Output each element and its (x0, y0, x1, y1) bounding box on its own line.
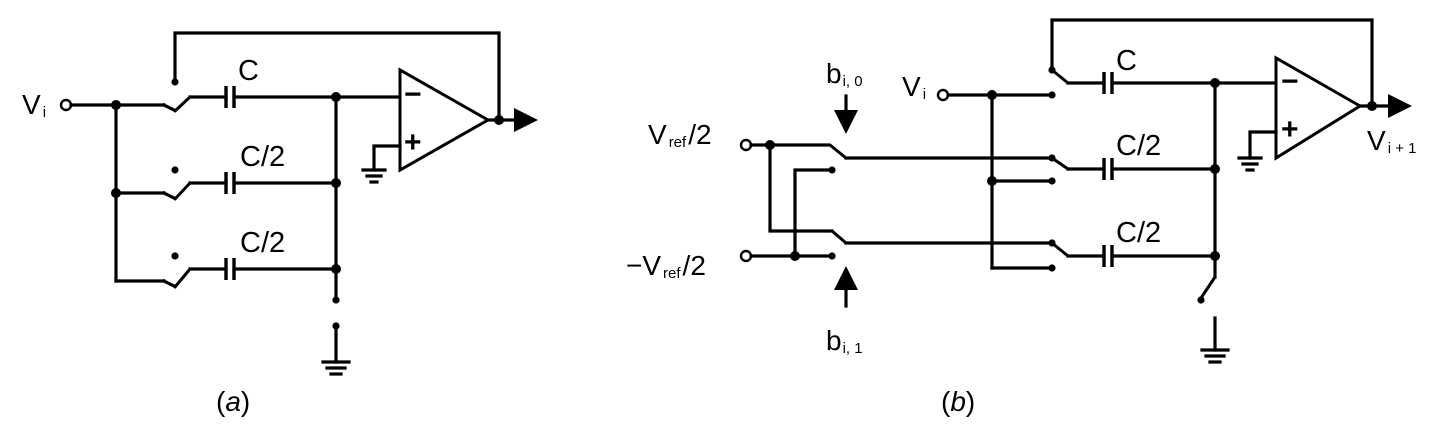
switch-mid (171, 166, 228, 201)
cap-switch-top (1048, 66, 1106, 99)
arrow-up-icon (834, 266, 858, 290)
ref-switch-bot (828, 229, 1054, 260)
switch-top (171, 78, 228, 113)
cap-top-label: C (238, 55, 259, 87)
feedback-wire (173, 31, 501, 122)
switch-bot (171, 252, 228, 289)
opamp-b (1274, 55, 1363, 161)
ground-icon (361, 168, 387, 184)
ref-switch-top (828, 143, 1054, 174)
cap-switch-bot (1048, 239, 1106, 272)
opamp-minus-b: − (1281, 65, 1299, 98)
cap-top-label-b: C (1116, 45, 1137, 77)
opamp (398, 67, 492, 173)
ground-icon (321, 360, 351, 376)
ctrl-top-label: bi, 0 (826, 58, 863, 90)
capacitor-c-half-mid (224, 172, 338, 194)
ground-icon (1237, 156, 1263, 172)
caption-a: (a) (216, 386, 250, 417)
ctrl-bot-label: bi, 1 (826, 325, 863, 357)
caption-b: (b) (941, 386, 975, 417)
cap-mid-label: C/2 (240, 141, 285, 173)
capacitor-c-b (1102, 72, 1217, 94)
output-arrow-icon (514, 108, 538, 132)
opamp-minus: − (404, 78, 422, 111)
input-terminal-vi (59, 98, 118, 112)
cap-mid-label-b: C/2 (1116, 130, 1161, 162)
cap-bot-label: C/2 (240, 227, 285, 259)
opamp-plus: + (404, 126, 422, 159)
capacitor-c (224, 86, 338, 108)
reset-switch-b (1197, 275, 1217, 352)
capacitor-c-half-bot-b (1102, 245, 1217, 267)
opamp-plus-b: + (1281, 113, 1299, 146)
feedback-wire-b (1050, 18, 1374, 108)
capacitor-c-half-bot (224, 258, 338, 280)
arrow-down-icon (834, 110, 858, 134)
cap-bot-label-b: C/2 (1116, 217, 1161, 249)
ground-icon (1200, 348, 1230, 364)
capacitor-c-half-mid-b (1102, 158, 1217, 180)
output-arrow-icon (1388, 94, 1412, 118)
cap-switch-mid (1048, 154, 1106, 185)
reset-switch (332, 296, 340, 364)
